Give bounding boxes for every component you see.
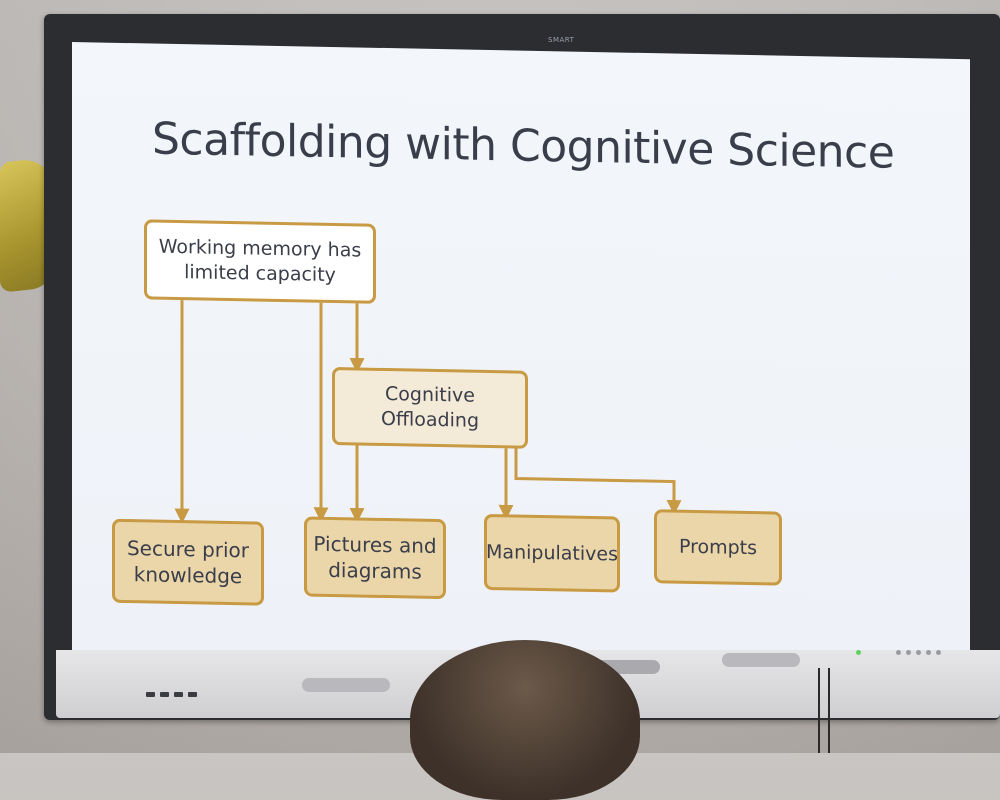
box-pictures-and-diagrams: Pictures and diagrams — [304, 516, 446, 600]
usb-port-3 — [174, 692, 183, 697]
display-brand-logo: SMART — [548, 36, 575, 44]
cable-2 — [828, 668, 830, 753]
cable-1 — [818, 668, 820, 753]
usb-port-4 — [188, 692, 197, 697]
slide-screen: Scaffolding with Cognitive Science Worki… — [72, 42, 970, 680]
audience-head — [410, 640, 640, 800]
box-cognitive-offloading: Cognitive Offloading — [332, 366, 528, 449]
button-dot-4 — [926, 650, 931, 655]
usb-port-2 — [160, 692, 169, 697]
button-dot-1 — [896, 650, 901, 655]
right-speaker-grille — [722, 653, 800, 667]
box-prompts: Prompts — [654, 509, 782, 586]
flow-connectors — [174, 300, 682, 524]
left-speaker-grille — [302, 678, 390, 692]
status-led-icon — [856, 650, 861, 655]
usb-port-1 — [146, 692, 155, 697]
button-dot-5 — [936, 650, 941, 655]
button-dot-2 — [906, 650, 911, 655]
box-working-memory: Working memory has limited capacity — [144, 219, 376, 304]
box-secure-prior-knowledge: Secure prior knowledge — [112, 518, 264, 606]
button-dot-3 — [916, 650, 921, 655]
box-manipulatives: Manipulatives — [484, 513, 620, 593]
arrow-offloading-to-prompts — [514, 448, 682, 516]
